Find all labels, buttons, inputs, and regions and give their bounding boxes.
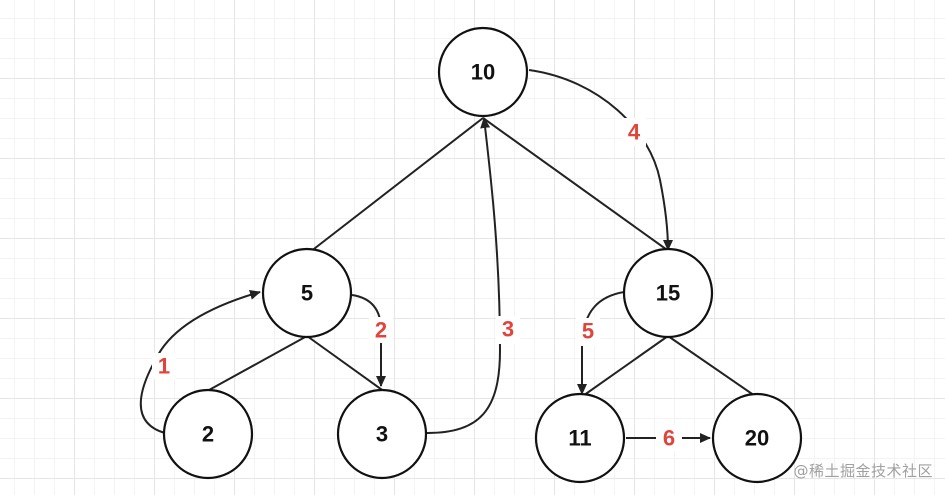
edge-15-11	[579, 335, 669, 399]
edge-5-3	[306, 335, 386, 393]
tree-edges	[199, 117, 759, 399]
tree-nodes: 10 5 15 2 3 11	[162, 26, 803, 484]
node-11: 11	[534, 392, 626, 484]
label-backgrounds	[152, 118, 682, 451]
edge-5-2	[199, 335, 308, 396]
node-label: 11	[568, 426, 591, 451]
step-labels: 1 2 3 4 5 6	[158, 120, 675, 451]
watermark: @稀土掘金技术社区	[793, 462, 933, 480]
node-label: 20	[745, 426, 769, 451]
node-5: 5	[261, 247, 353, 339]
step-label-3: 3	[502, 317, 514, 342]
step-label-6: 6	[663, 426, 675, 451]
step-arrow-4	[528, 69, 673, 251]
node-20: 20	[711, 392, 803, 484]
edge-10-5	[309, 117, 484, 253]
node-2: 2	[162, 388, 254, 480]
step-label-2: 2	[375, 318, 387, 343]
edge-10-15	[482, 117, 671, 253]
node-3: 3	[336, 388, 428, 480]
step-label-1: 1	[158, 354, 170, 379]
node-label: 15	[656, 281, 680, 306]
step-label-5: 5	[582, 319, 594, 344]
node-label: 3	[376, 422, 388, 447]
node-label: 10	[471, 60, 495, 85]
edge-15-20	[667, 335, 759, 399]
step-label-4: 4	[628, 120, 641, 145]
node-10: 10	[437, 26, 529, 118]
step-arrow-3	[426, 117, 502, 434]
node-label: 2	[202, 422, 214, 447]
node-label: 5	[301, 281, 313, 306]
node-15: 15	[622, 247, 714, 339]
